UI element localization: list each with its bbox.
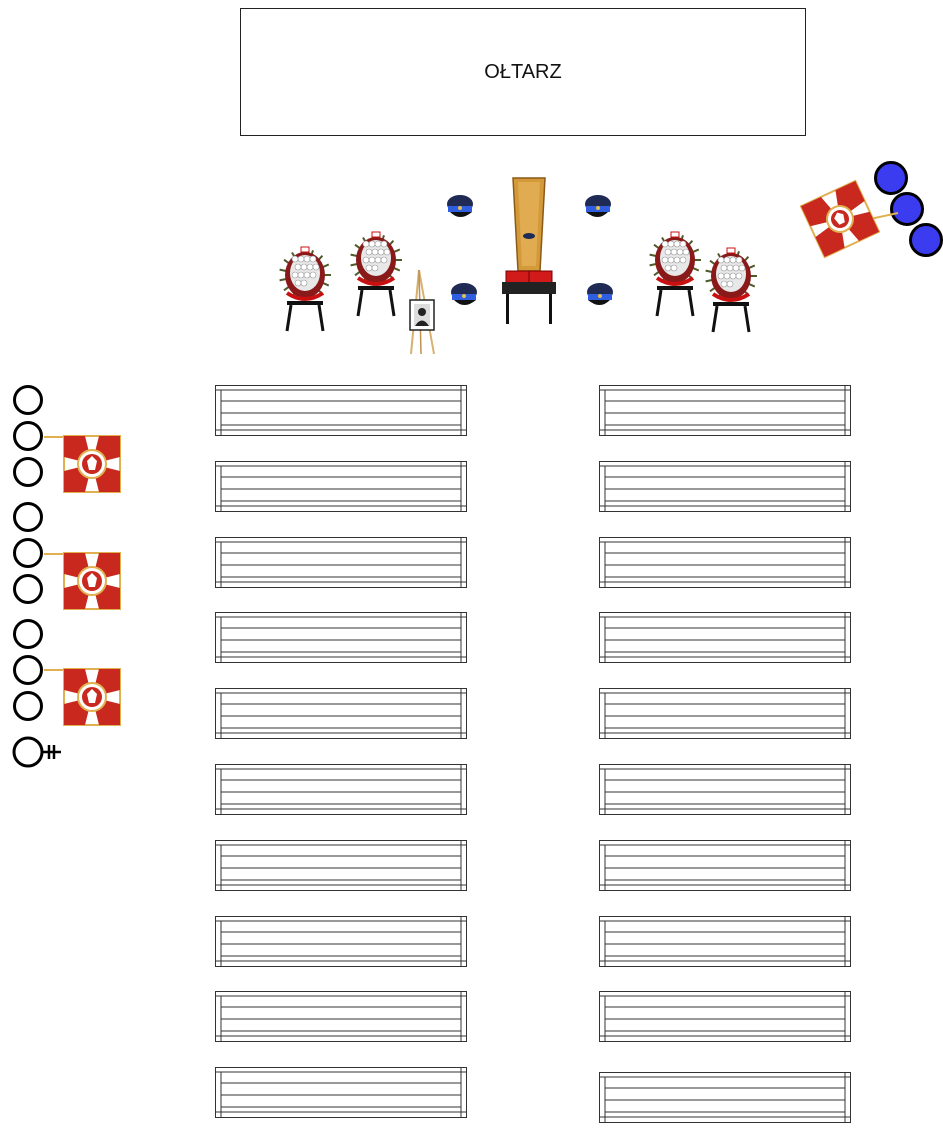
person-circle-icon: [13, 691, 43, 721]
banner-flag-icon: [63, 435, 121, 493]
pew-right: [599, 915, 851, 967]
pew-left: [215, 688, 467, 740]
person-circle-icon: [13, 385, 43, 415]
banner-flag-icon: [800, 179, 899, 259]
banner-flag-icon: [63, 552, 121, 610]
pew-right: [599, 612, 851, 664]
pew-left: [215, 915, 467, 967]
pew-right: [599, 764, 851, 815]
wreath-icon: [647, 228, 703, 323]
pew-right: [599, 991, 851, 1043]
pew-right: [599, 460, 851, 512]
commander-circle-icon: [11, 735, 65, 774]
police-cap-icon: [451, 283, 477, 305]
wreath-icon: [348, 228, 404, 323]
coffin-icon: [502, 177, 556, 324]
altar-label: OŁTARZ: [484, 60, 562, 83]
person-circle-icon: [13, 502, 43, 532]
pew-right: [599, 385, 851, 436]
pew-left: [215, 612, 467, 664]
altar: OŁTARZ: [240, 8, 806, 136]
portrait-easel-icon: [409, 269, 435, 355]
banner-flag-icon: [63, 668, 121, 726]
pew-right: [599, 1072, 851, 1123]
police-cap-icon: [587, 283, 613, 305]
pew-left: [215, 839, 467, 891]
pew-right: [599, 688, 851, 740]
honor-guard-person: [874, 161, 908, 195]
person-circle-icon: [13, 574, 43, 604]
pew-left: [215, 764, 467, 815]
police-cap-icon: [447, 195, 473, 217]
honor-guard-person: [890, 192, 924, 226]
pew-right: [599, 536, 851, 588]
pew-left: [215, 1067, 467, 1119]
honor-guard-person: [909, 223, 943, 257]
pew-left: [215, 536, 467, 588]
person-circle-icon: [13, 457, 43, 487]
person-circle-icon: [13, 655, 43, 685]
person-circle-icon: [13, 538, 43, 568]
banner-pole: [44, 669, 64, 671]
police-cap-icon: [585, 195, 611, 217]
pew-left: [215, 385, 467, 436]
pew-left: [215, 991, 467, 1043]
person-circle-icon: [13, 619, 43, 649]
wreath-icon: [703, 244, 759, 339]
person-circle-icon: [13, 421, 43, 451]
banner-pole: [44, 436, 64, 438]
banner-pole: [44, 553, 64, 555]
wreath-icon: [277, 243, 333, 338]
pew-left: [215, 460, 467, 512]
pew-right: [599, 839, 851, 891]
